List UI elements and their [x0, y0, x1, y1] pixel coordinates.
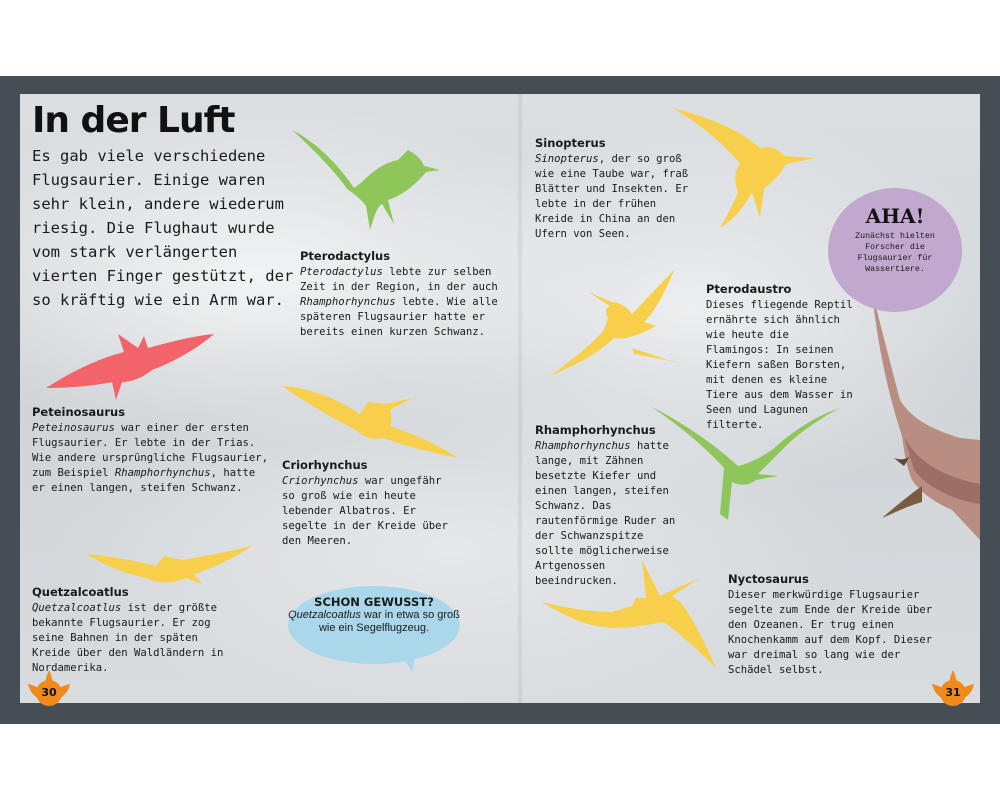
page-number-left: 30: [36, 680, 62, 706]
entry-nyctosaurus: Nyctosaurus Dieser merkwürdige Flugsauri…: [728, 572, 946, 678]
aha-title: AHA!: [865, 204, 925, 228]
entry-text: hatte lange, mit Zähnen besetzte Kiefer …: [535, 440, 676, 587]
book-gutter: [517, 94, 523, 703]
entry-rhamphorhynchus: Rhamphorhynchus Rhamphorhynchus hatte la…: [535, 423, 685, 589]
entry-title: Quetzalcoatlus: [32, 585, 129, 599]
entry-text: Dieser merkwürdige Flugsaurier segelte z…: [728, 589, 933, 676]
entry-quetzalcoatlus: Quetzalcoatlus Quetzalcoatlus ist der gr…: [32, 585, 242, 676]
pteranodon-illustration: [872, 292, 980, 540]
peteinosaurus-silhouette: [46, 334, 214, 400]
entry-species: Quetzalcoatlus: [32, 602, 122, 614]
entry-text: lebte. Wie alle späteren Flugsaurier hat…: [300, 296, 498, 338]
entry-species: Rhamphorhynchus: [300, 296, 396, 308]
entry-title: Peteinosaurus: [32, 405, 126, 419]
quetzalcoatlus-silhouette: [86, 546, 252, 584]
pterodactylus-silhouette: [292, 130, 440, 230]
bubble-text: Quetzalcoatlus war in etwa so groß wie e…: [288, 609, 460, 635]
entry-criorhynchus: Criorhynchus Criorhynchus war ungefähr s…: [282, 458, 460, 549]
entry-sinopterus: Sinopterus Sinopterus, der so groß wie e…: [535, 136, 697, 242]
entry-text: Dieses fliegende Reptil ernährte sich äh…: [706, 299, 853, 431]
entry-text: war einer der ersten Flugsaurier. Er leb…: [32, 422, 268, 479]
page-number-right: 31: [940, 680, 966, 706]
sky-panel: [20, 94, 980, 703]
entry-species: Criorhynchus: [282, 475, 359, 487]
entry-title: Pterodactylus: [300, 249, 391, 263]
entry-title: Nyctosaurus: [728, 572, 809, 586]
entry-species: Sinopterus: [535, 153, 599, 165]
entry-title: Pterodaustro: [706, 282, 792, 296]
page-title: In der Luft: [32, 100, 235, 141]
entry-species: Peteinosaurus: [32, 422, 115, 434]
page-spread: [0, 76, 1000, 724]
entry-text: , der so groß wie eine Taube war, fraß B…: [535, 153, 689, 240]
entry-species: Pterodactylus: [300, 266, 383, 278]
nyctosaurus-silhouette: [542, 560, 716, 668]
entry-text: , hatte er einen langen, steifen Schwanz…: [32, 467, 256, 494]
bubble-body: war in etwa so groß wie ein Segelflugzeu…: [318, 609, 460, 634]
entry-text: war ungefähr so groß wie ein heute leben…: [282, 475, 448, 547]
entry-text: ist der größte bekannte Flugsaurier. Er …: [32, 602, 224, 674]
entry-title: Sinopterus: [535, 136, 606, 150]
bubble-title: SCHON GEWUSST?: [314, 595, 434, 609]
sinopterus-silhouette: [672, 108, 816, 228]
entry-pterodaustro: Pterodaustro Dieses fliegende Reptil ern…: [706, 282, 856, 433]
intro-text: Es gab viele verschiedene Flugsaurier. E…: [32, 147, 294, 309]
rhamphorhynchus-silhouette: [650, 406, 840, 520]
pterodaustro-silhouette: [550, 270, 690, 376]
entry-title: Rhamphorhynchus: [535, 423, 656, 437]
entry-species: Rhamphorhynchus: [114, 467, 211, 479]
entry-peteinosaurus: Peteinosaurus Peteinosaurus war einer de…: [32, 405, 268, 496]
entry-species: Rhamphorhynchus: [535, 440, 631, 452]
aha-text: Zunächst hielten Forscher die Flugsaurie…: [855, 232, 935, 274]
entry-pterodactylus: Pterodactylus Pterodactylus lebte zur se…: [300, 249, 506, 340]
schon-gewusst-bubble: SCHON GEWUSST? Quetzalcoatlus war in etw…: [288, 586, 460, 675]
criorhynchus-silhouette: [282, 386, 458, 458]
entry-title: Criorhynchus: [282, 458, 368, 472]
entry-text: lebte zur selben Zeit in der Region, in …: [300, 266, 498, 293]
aha-callout: AHA! Zunächst hielten Forscher die Flugs…: [828, 188, 962, 312]
bubble-species: Quetzalcoatlus: [288, 609, 361, 621]
